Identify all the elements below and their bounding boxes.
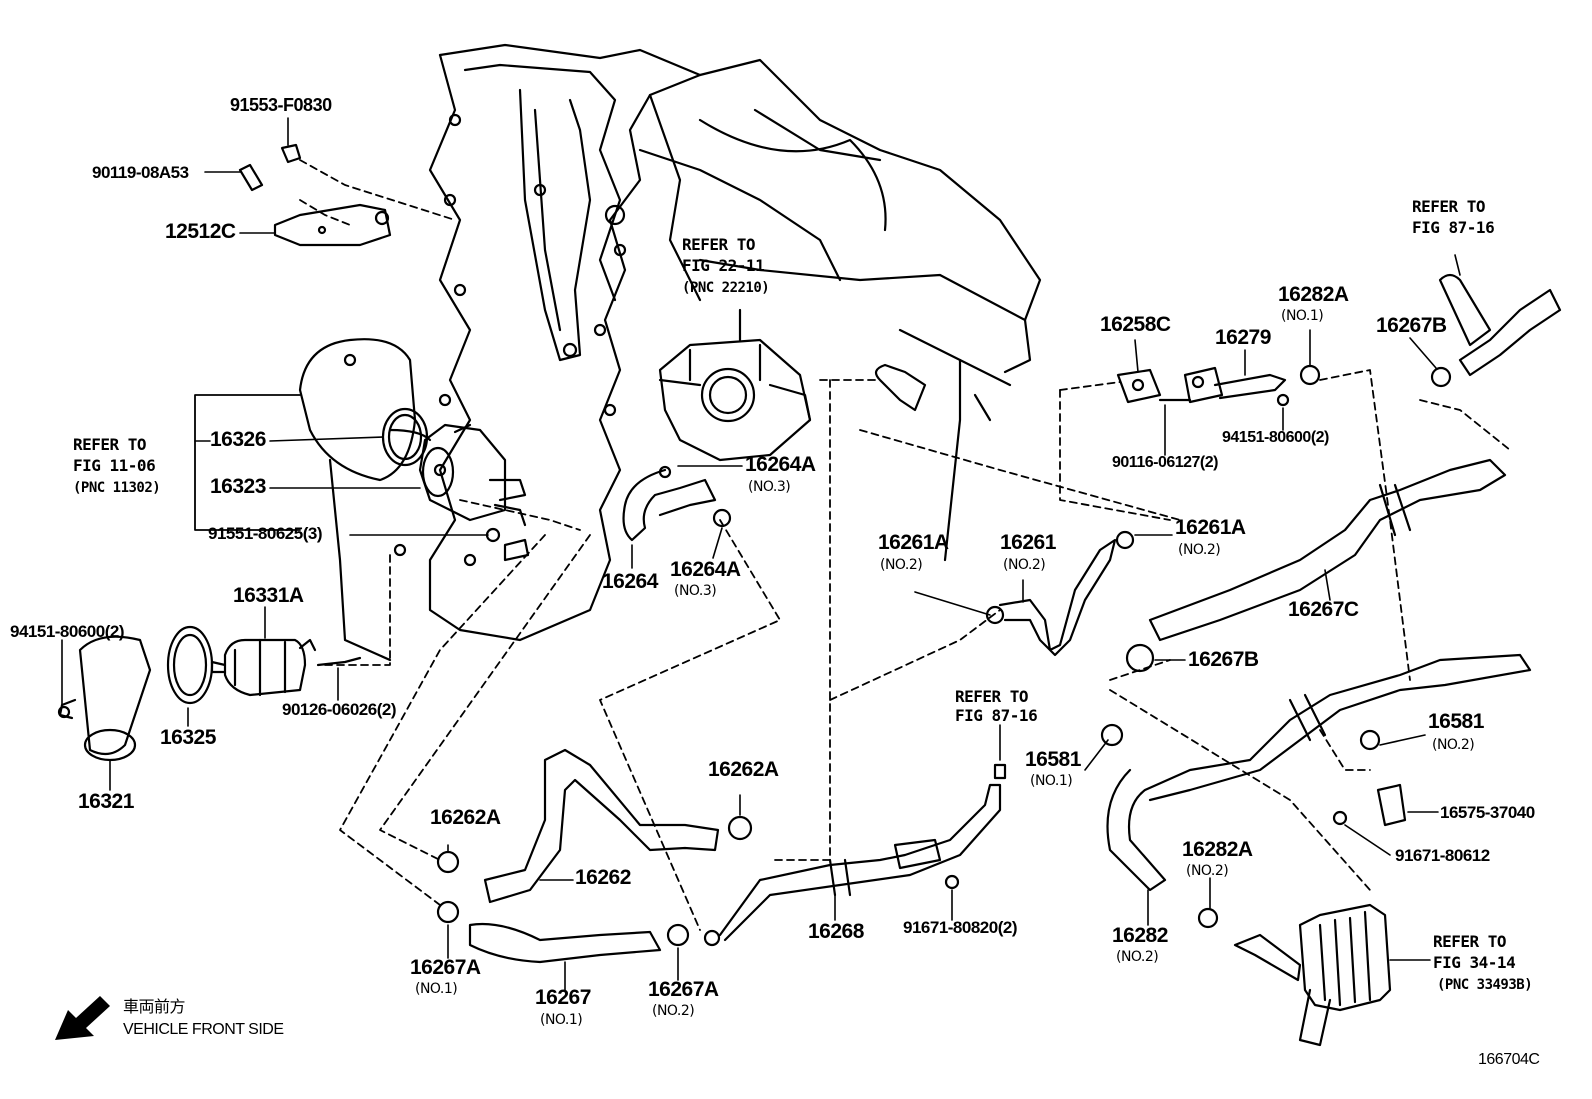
- ref-fig-87-16-mid-line2[interactable]: FIG 87-16: [955, 706, 1038, 725]
- ref-fig-22-11-line1: REFER TO: [682, 235, 756, 254]
- label-16261a-right-no: (NO.2): [1178, 542, 1221, 558]
- label-16261a-left-no: (NO.2): [880, 557, 923, 573]
- ref-fig-34-14-line2[interactable]: FIG 34-14: [1433, 953, 1516, 972]
- label-16282a-top[interactable]: 16282A: [1278, 283, 1349, 306]
- label-16267a-no1-no: (NO.1): [415, 981, 458, 997]
- ref-fig-87-16-top-line2[interactable]: FIG 87-16: [1412, 218, 1495, 237]
- label-94151-80600-right[interactable]: 94151-80600(2): [1222, 429, 1329, 446]
- direction-label-jp: 車両前方: [123, 999, 186, 1016]
- label-16264a-upper[interactable]: 16264A: [745, 453, 816, 476]
- hose-clamps: [436, 364, 1452, 947]
- label-90119-08a53[interactable]: 90119-08A53: [92, 163, 189, 182]
- label-16262[interactable]: 16262: [575, 866, 631, 889]
- label-16282a-low[interactable]: 16282A: [1182, 838, 1253, 861]
- label-16267[interactable]: 16267: [535, 986, 591, 1009]
- hoses: [468, 273, 1562, 1047]
- ref-fig-22-11-pnc: (PNC 22210): [682, 280, 770, 296]
- label-16264a-upper-no: (NO.3): [748, 479, 791, 495]
- ref-fig-22-11-line2[interactable]: FIG 22-11: [682, 256, 765, 275]
- thermostat: [210, 638, 362, 697]
- label-90126-06026[interactable]: 90126-06026(2): [282, 700, 396, 719]
- label-16267c[interactable]: 16267C: [1288, 598, 1359, 621]
- label-16282a-low-no: (NO.2): [1186, 863, 1229, 879]
- label-16323[interactable]: 16323: [210, 475, 266, 498]
- label-16267b-top[interactable]: 16267B: [1376, 314, 1447, 337]
- label-16262a-left[interactable]: 16262A: [430, 806, 501, 829]
- leader-lines: [61, 117, 1461, 991]
- label-16331a[interactable]: 16331A: [233, 584, 304, 607]
- label-16267a-no2[interactable]: 16267A: [648, 978, 719, 1001]
- label-16279[interactable]: 16279: [1215, 326, 1271, 349]
- ref-fig-34-14-pnc: (PNC 33493B): [1437, 977, 1533, 993]
- front-direction-arrow-icon: [55, 996, 110, 1040]
- ref-fig-87-16-mid-line1: REFER TO: [955, 687, 1029, 706]
- direction-label-en: VEHICLE FRONT SIDE: [123, 1021, 284, 1038]
- label-16268[interactable]: 16268: [808, 920, 864, 943]
- label-91553-f0830[interactable]: 91553-F0830: [230, 95, 332, 115]
- water-inlet: [57, 635, 152, 762]
- label-16282a-top-no: (NO.1): [1281, 308, 1324, 324]
- label-16262a-right[interactable]: 16262A: [708, 758, 779, 781]
- ref-fig-87-16-top-line1: REFER TO: [1412, 197, 1486, 216]
- label-16261[interactable]: 16261: [1000, 531, 1056, 554]
- label-16258c[interactable]: 16258C: [1100, 313, 1171, 336]
- ref-fig-11-06-line2[interactable]: FIG 11-06: [73, 456, 156, 475]
- label-16264a-lower-no: (NO.3): [674, 583, 717, 599]
- label-94151-80600-left[interactable]: 94151-80600(2): [10, 622, 124, 641]
- label-16261a-left[interactable]: 16261A: [878, 531, 949, 554]
- label-16267a-no2-no: (NO.2): [652, 1003, 695, 1019]
- label-16325[interactable]: 16325: [160, 726, 216, 749]
- label-90116-06127[interactable]: 90116-06127(2): [1112, 454, 1218, 471]
- label-91551-80625[interactable]: 91551-80625(3): [208, 524, 322, 543]
- label-16282-no: (NO.2): [1116, 949, 1159, 965]
- label-16267-no: (NO.1): [540, 1012, 583, 1028]
- label-16282[interactable]: 16282: [1112, 924, 1168, 947]
- gasket-ring: [166, 625, 214, 705]
- label-91671-80820[interactable]: 91671-80820(2): [903, 918, 1017, 937]
- ref-fig-34-14-line1: REFER TO: [1433, 932, 1507, 951]
- label-16581-no2-no: (NO.2): [1432, 737, 1475, 753]
- label-16326[interactable]: 16326: [210, 428, 266, 451]
- label-16321[interactable]: 16321: [78, 790, 134, 813]
- label-16581-no2[interactable]: 16581: [1428, 710, 1484, 733]
- diagram-id: 166704C: [1478, 1051, 1540, 1068]
- engine-timing-cover: [194, 43, 1042, 662]
- label-16267b-mid[interactable]: 16267B: [1188, 648, 1259, 671]
- label-16575-37040[interactable]: 16575-37040: [1440, 803, 1535, 822]
- water-outlet-housing: [381, 407, 530, 562]
- label-16581-no1-no: (NO.1): [1030, 773, 1073, 789]
- label-16267a-no1[interactable]: 16267A: [410, 956, 481, 979]
- small-fasteners-topleft: [238, 143, 392, 247]
- label-12512c[interactable]: 12512C: [165, 220, 236, 243]
- label-16264a-lower[interactable]: 16264A: [670, 558, 741, 581]
- label-16261-no: (NO.2): [1003, 557, 1046, 573]
- ref-fig-11-06-line1: REFER TO: [73, 435, 147, 454]
- ref-fig-11-06-pnc: (PNC 11302): [73, 480, 161, 496]
- label-16581-no1[interactable]: 16581: [1025, 748, 1081, 771]
- label-16264[interactable]: 16264: [602, 570, 658, 593]
- label-16261a-right[interactable]: 16261A: [1175, 516, 1246, 539]
- throttle-body: [658, 308, 812, 462]
- label-91671-80612[interactable]: 91671-80612: [1395, 846, 1490, 865]
